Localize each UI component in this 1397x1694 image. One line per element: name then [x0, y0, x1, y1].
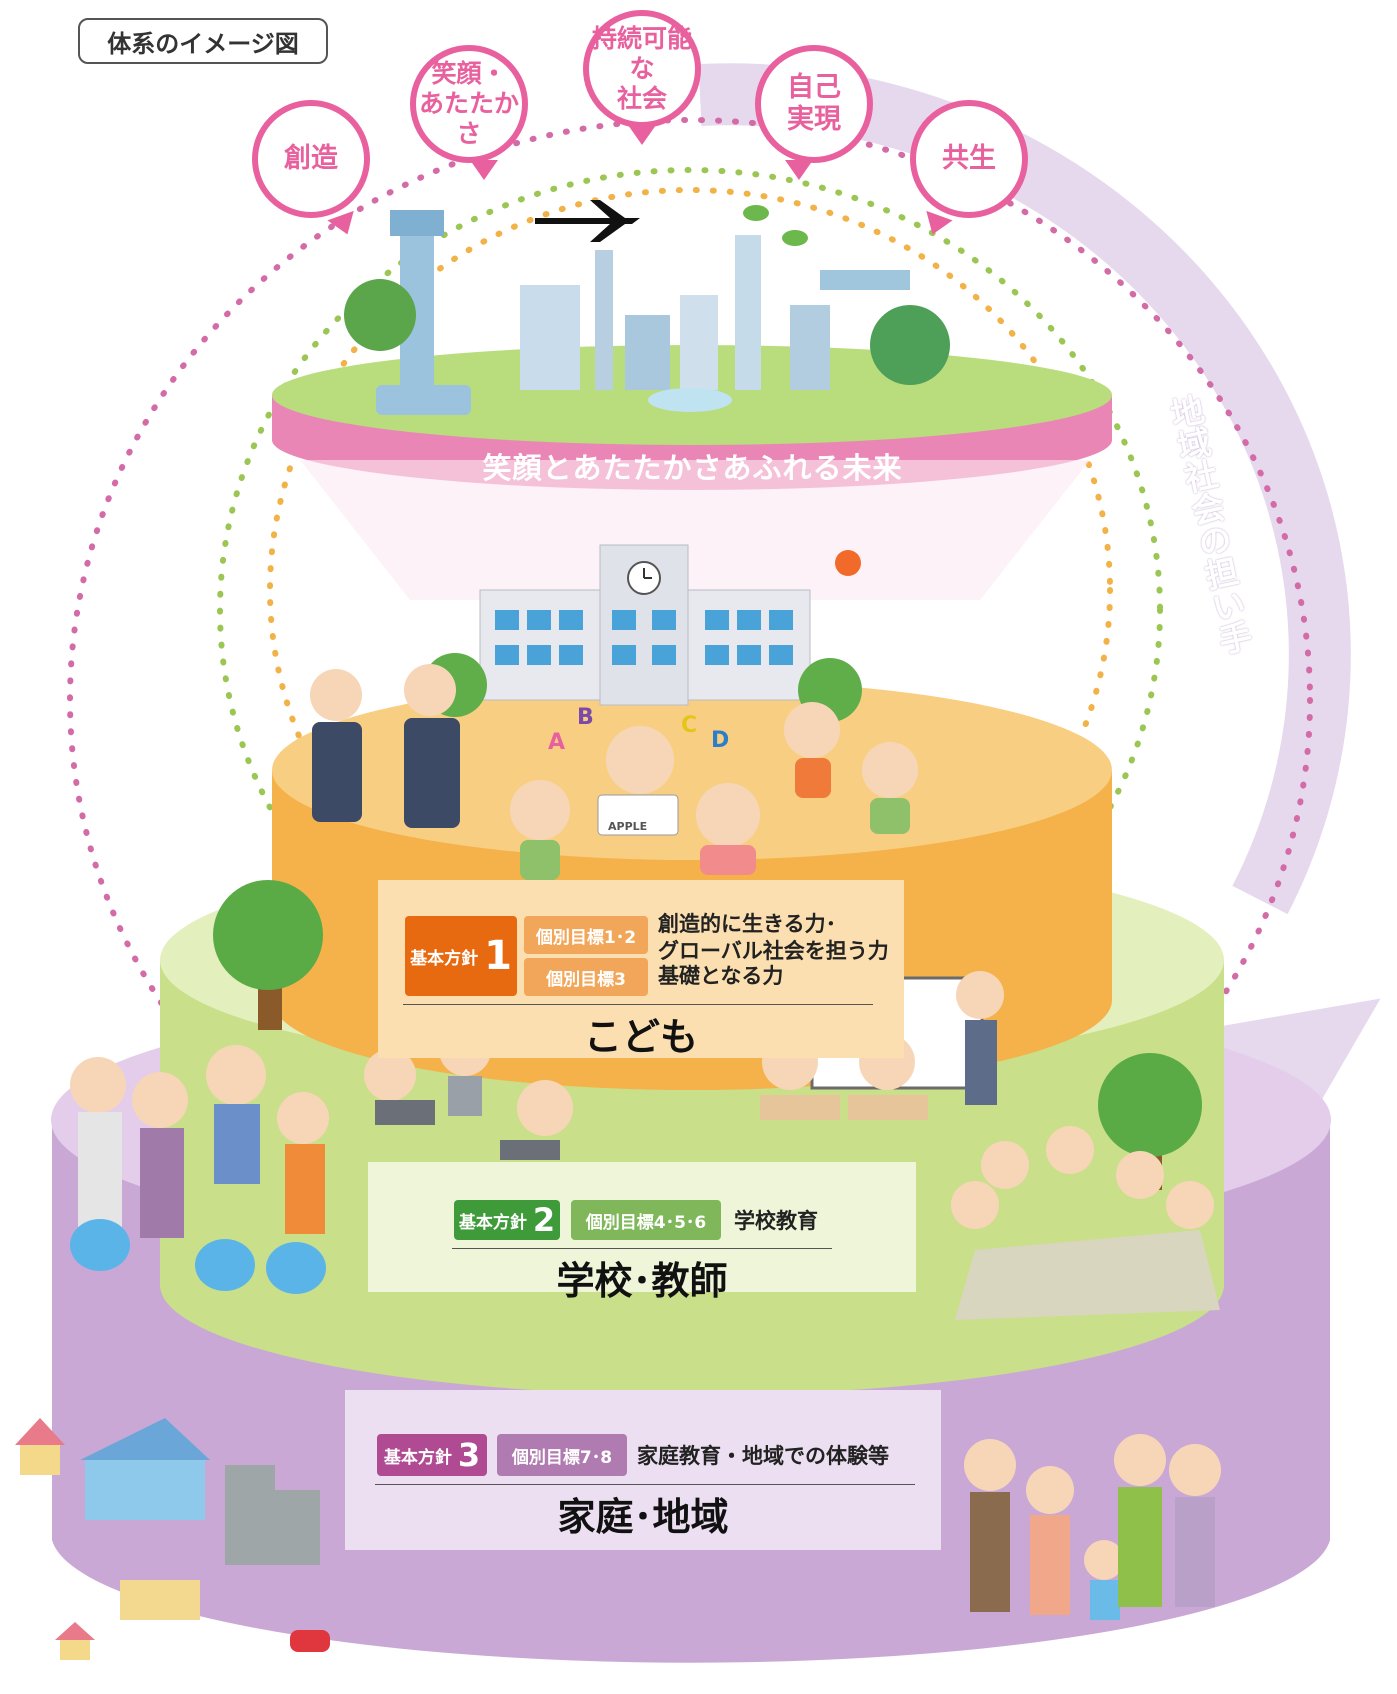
- dotted-circle-outer: [67, 117, 1313, 1283]
- goal-description-katei: 家庭教育・地域での体験等: [637, 1444, 889, 1468]
- divider: [403, 1004, 873, 1005]
- value-label: 笑顔・ あたたかさ: [410, 45, 528, 163]
- policy-badge-2: 基本方針 2: [454, 1200, 560, 1240]
- value-label: 共生: [910, 100, 1028, 218]
- classroom-illustration: [364, 971, 1004, 1160]
- town-illustration: [15, 1418, 330, 1660]
- divider: [452, 1248, 832, 1249]
- goal-badge-1-2: 個別目標1･2: [524, 916, 648, 954]
- policy-label: 基本方針: [410, 948, 479, 969]
- value-bubble-jiko: 自己 実現: [755, 45, 873, 180]
- diagram-title: 体系のイメージ図: [78, 18, 328, 64]
- school-building-illustration: [423, 544, 862, 722]
- policy-number: 2: [532, 1201, 556, 1239]
- policy-number: 3: [457, 1436, 481, 1474]
- value-label: 創造: [252, 100, 370, 218]
- bubble-tail: [470, 160, 498, 180]
- policy-label: 基本方針: [383, 1447, 452, 1468]
- letter-a: A: [548, 730, 566, 755]
- value-bubble-egao: 笑顔・ あたたかさ: [410, 45, 528, 180]
- cycle-arrow-band: [698, 63, 1351, 915]
- future-banner: 笑顔とあたたかさあふれる未来: [482, 451, 903, 485]
- value-bubble-jizoku: 持続可能な 社会: [583, 10, 701, 145]
- meeting-illustration: [951, 1126, 1220, 1320]
- value-bubble-kyousei: 共生: [910, 100, 1028, 240]
- value-label: 自己 実現: [755, 45, 873, 163]
- katei-panel: 基本方針 3 個別目標7･8 家庭教育・地域での体験等 家庭･地域: [345, 1390, 941, 1550]
- gakko-panel: 基本方針 2 個別目標4･5･6 学校教育 学校･教師: [368, 1162, 916, 1303]
- bird-icon: [743, 205, 769, 221]
- tier-name-katei: 家庭･地域: [557, 1495, 729, 1539]
- sun-icon: [835, 550, 861, 576]
- bubble-tail: [628, 125, 656, 145]
- policy-badge-1: 基本方針 1: [405, 916, 517, 996]
- bubble-tail: [327, 210, 361, 240]
- goal-badge-4-5-6: 個別目標4･5･6: [571, 1200, 721, 1240]
- future-glow: [300, 460, 1090, 600]
- goal-badge-7-8: 個別目標7･8: [497, 1434, 627, 1476]
- kodomo-panel: 基本方針 1 個別目標1･2 創造的に生きる力･ グローバル社会を担う力 個別目…: [378, 880, 904, 1059]
- tree-illustration: [213, 880, 323, 1030]
- policy-badge-3: 基本方針 3: [377, 1434, 487, 1476]
- goal-badge-3: 個別目標3: [524, 958, 648, 996]
- city-skyline-illustration: [344, 210, 950, 415]
- tier-name-gakko: 学校･教師: [556, 1259, 728, 1303]
- letter-d: D: [711, 728, 730, 753]
- goal-description-gakko: 学校教育: [734, 1209, 818, 1233]
- value-bubble-souzou: 創造: [252, 100, 370, 240]
- community-family-illustration: [70, 1045, 329, 1294]
- value-label: 持続可能な 社会: [583, 10, 701, 128]
- policy-label: 基本方針: [458, 1212, 527, 1233]
- bubble-tail: [785, 160, 813, 180]
- tier-name-kodomo: こども: [583, 1015, 698, 1059]
- divider: [375, 1484, 915, 1485]
- bubble-tail: [919, 210, 953, 240]
- bird-icon: [782, 230, 808, 246]
- apple-card-text: APPLE: [608, 820, 648, 833]
- goal-description-1-2: 創造的に生きる力･ グローバル社会を担う力: [658, 912, 889, 963]
- family-illustration: [964, 1434, 1221, 1620]
- policy-number: 1: [484, 933, 512, 979]
- airplane-icon: [535, 200, 640, 242]
- goal-description-3: 基礎となる力: [658, 964, 784, 988]
- children-illustration: [310, 664, 918, 880]
- letter-b: B: [577, 705, 594, 730]
- letter-c: C: [681, 713, 698, 738]
